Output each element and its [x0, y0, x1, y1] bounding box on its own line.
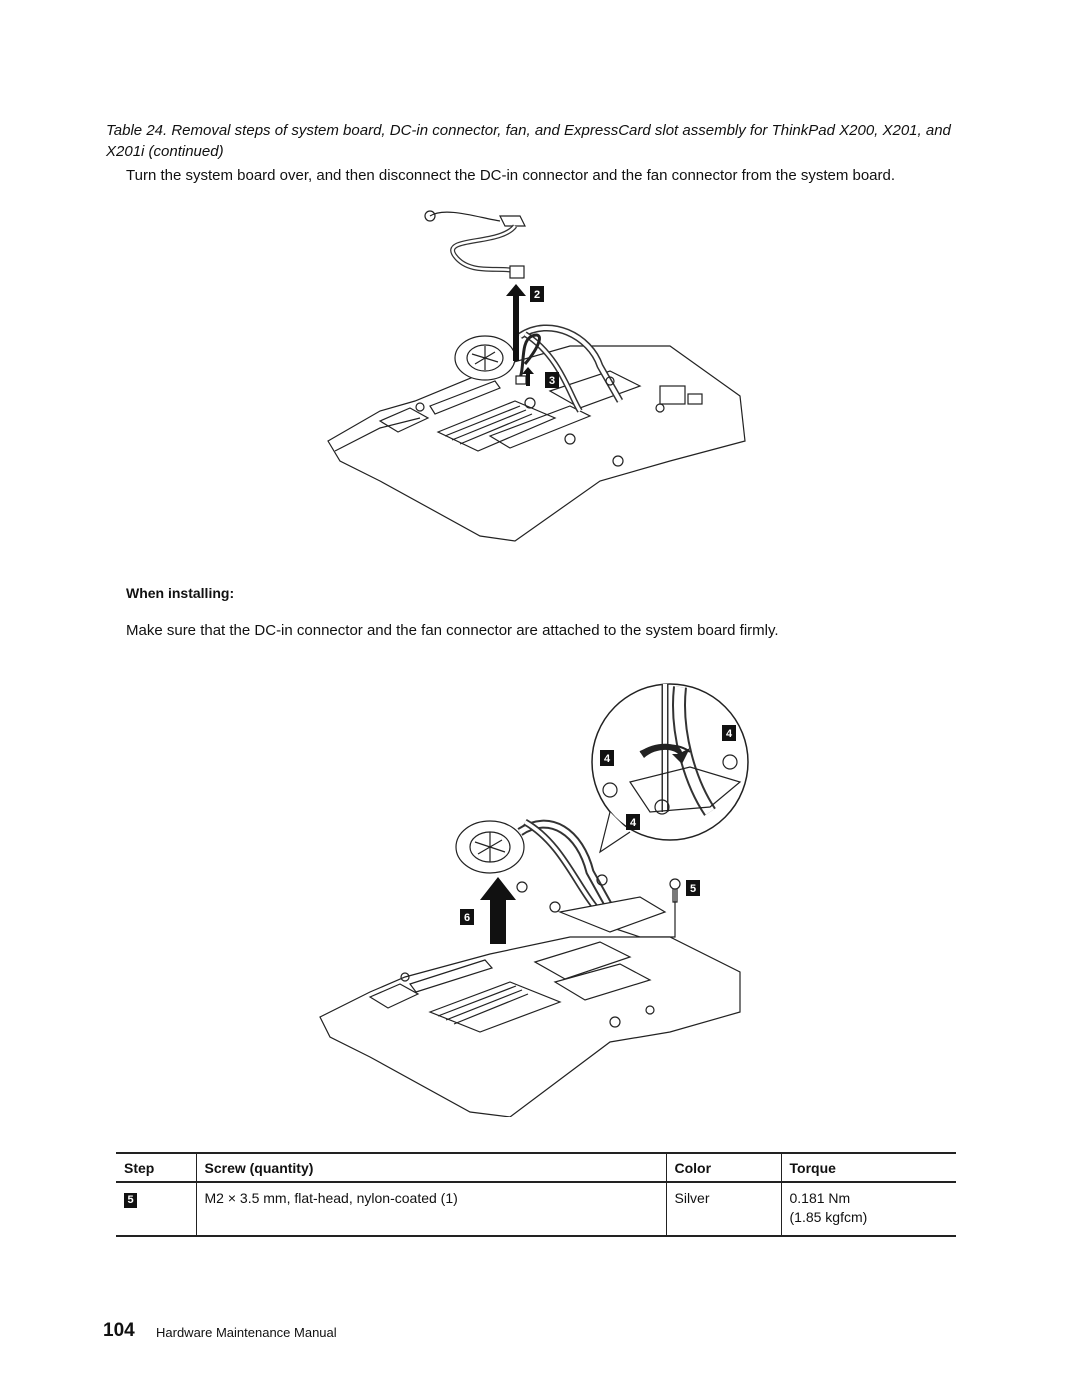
screw-cell: M2 × 3.5 mm, flat-head, nylon-coated (1): [195, 1182, 666, 1237]
col-step: Step: [116, 1152, 196, 1183]
col-screw: Screw (quantity): [195, 1152, 666, 1183]
svg-text:4: 4: [726, 728, 733, 740]
screw-table: Step Screw (quantity) Color Torque 5 M2 …: [116, 1152, 956, 1237]
step-tag-4c: [626, 814, 640, 830]
step-tag-5: [686, 880, 700, 896]
table-header-row: Step Screw (quantity) Color Torque: [116, 1152, 956, 1183]
step-tag-6: [460, 909, 474, 925]
svg-text:4: 4: [604, 753, 611, 765]
figure-remove-fan-assembly: 4 4 4 5 6: [319, 683, 749, 1117]
table-caption: Table 24. Removal steps of system board,…: [106, 122, 951, 160]
when-installing-heading: When installing:: [126, 585, 235, 601]
manual-title: Hardware Maintenance Manual: [156, 1325, 337, 1340]
step-tag-3: [545, 372, 559, 388]
step-tag-4b: [722, 725, 736, 741]
installing-text: Make sure that the DC-in connector and t…: [126, 622, 779, 639]
svg-text:3: 3: [549, 375, 555, 387]
col-torque: Torque: [780, 1152, 956, 1183]
step-tag-4a: [600, 750, 614, 766]
table-row: 5 M2 × 3.5 mm, flat-head, nylon-coated (…: [116, 1182, 956, 1237]
step-tag-2: [530, 286, 544, 302]
page-number: 104: [103, 1320, 135, 1341]
torque-cell: 0.181 Nm (1.85 kgfcm): [780, 1182, 956, 1237]
svg-text:2: 2: [534, 289, 540, 301]
svg-text:5: 5: [690, 883, 696, 895]
torque-kgfcm: (1.85 kgfcm): [789, 1209, 868, 1225]
figure-disconnect-connectors: 2 3: [327, 210, 746, 542]
svg-text:6: 6: [464, 912, 470, 924]
svg-text:4: 4: [630, 817, 637, 829]
color-cell: Silver: [665, 1182, 781, 1237]
instruction-text: Turn the system board over, and then dis…: [126, 167, 896, 184]
step-tag: 5: [124, 1193, 137, 1208]
col-color: Color: [665, 1152, 781, 1183]
torque-nm: 0.181 Nm: [789, 1190, 851, 1206]
